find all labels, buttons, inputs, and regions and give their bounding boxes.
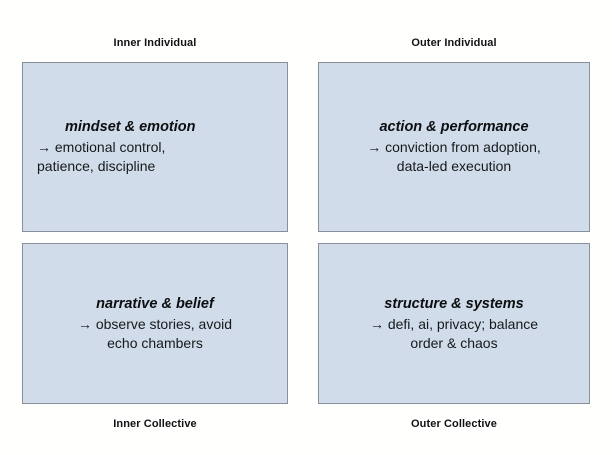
quadrant-upper-left-title: mindset & emotion bbox=[65, 119, 196, 136]
axis-label-outer-collective: Outer Collective bbox=[411, 418, 497, 430]
quadrant-upper-right: action & performance → conviction from a… bbox=[318, 62, 590, 232]
quadrant-lower-left: narrative & belief → observe stories, av… bbox=[22, 243, 288, 404]
quadrant-lower-right-body: → defi, ai, privacy; balance order & cha… bbox=[369, 315, 539, 351]
quadrant-lower-left-title: narrative & belief bbox=[96, 295, 214, 312]
axis-label-inner-collective: Inner Collective bbox=[113, 418, 197, 430]
quadrant-lower-right: structure & systems → defi, ai, privacy;… bbox=[318, 243, 590, 404]
quadrant-upper-left-body: → emotional control, patience, disciplin… bbox=[37, 139, 166, 175]
quadrant-lower-left-body: → observe stories, avoid echo chambers bbox=[77, 315, 233, 351]
quadrant-upper-right-body: → conviction from adoption, data-led exe… bbox=[367, 139, 541, 175]
quadrant-upper-left: mindset & emotion → emotional control, p… bbox=[22, 62, 288, 232]
quadrant-upper-right-title: action & performance bbox=[379, 119, 529, 136]
axis-label-outer-individual: Outer Individual bbox=[411, 37, 497, 49]
quadrant-lower-right-title: structure & systems bbox=[384, 295, 524, 312]
axis-label-inner-individual: Inner Individual bbox=[113, 37, 197, 49]
